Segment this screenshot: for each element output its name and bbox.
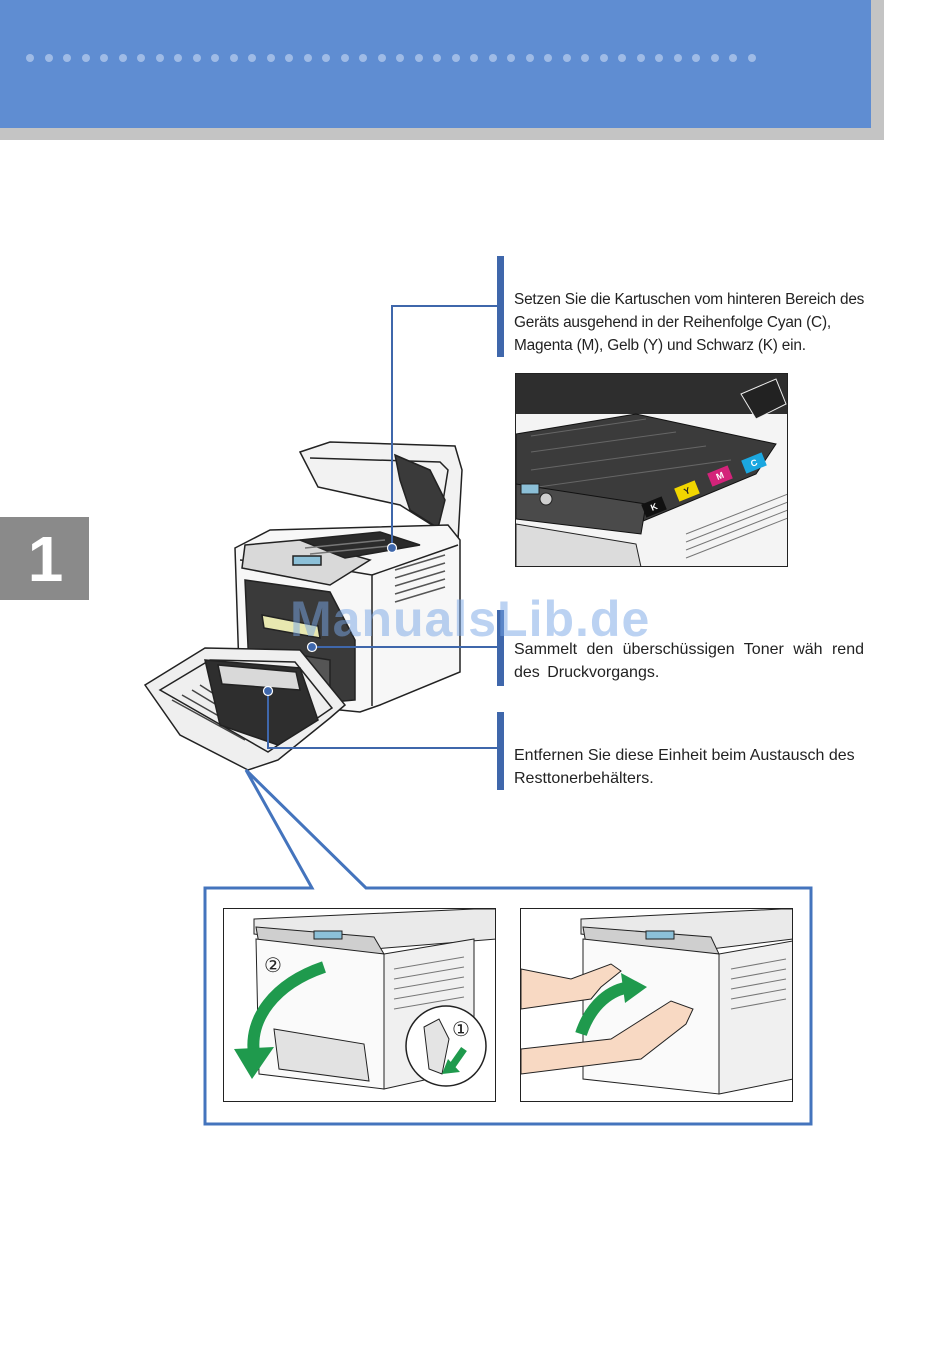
step-1-marker: ①: [452, 1017, 470, 1042]
open-front-cover-photo: ② ①: [223, 908, 496, 1102]
close-front-cover-photo: [520, 908, 793, 1102]
toner-cartridge-inset: C M Y K: [515, 373, 788, 567]
watermark: ManualsLib.de: [290, 590, 650, 648]
step-2-marker: ②: [264, 953, 282, 978]
callout-remove-unit-text: Entfernen Sie diese Einheit beim Austaus…: [514, 744, 874, 790]
callout-toner-order: Setzen Sie die Kartuschen vom hinteren B…: [497, 256, 504, 357]
callout-toner-order-text: Setzen Sie die Kartuschen vom hinteren B…: [514, 288, 874, 357]
callout-remove-unit: Entfernen Sie diese Einheit beim Austaus…: [497, 712, 504, 790]
